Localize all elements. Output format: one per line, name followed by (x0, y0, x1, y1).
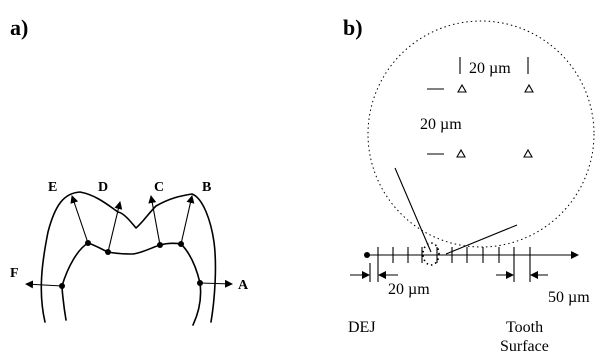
label-c: C (154, 180, 164, 195)
arrow-f (25, 280, 63, 289)
sample-point-triangle (524, 83, 534, 93)
tooth-surface-label-line1: Tooth (506, 319, 543, 336)
inset-connector-right (445, 224, 518, 255)
label-f: F (10, 266, 19, 281)
magnified-inset-circle (367, 20, 595, 248)
sample-point-triangle (456, 148, 466, 158)
label-a: A (238, 278, 249, 293)
arrow-e (70, 195, 89, 244)
arrow-a (199, 279, 233, 288)
tooth-surface-label-line2: Surface (500, 338, 549, 355)
panel-a-label: a) (10, 15, 28, 40)
panel-b-label: b) (343, 15, 363, 40)
dej-spacing-label: 20 µm (388, 281, 430, 298)
sample-point-triangle (523, 148, 533, 158)
panel-b: b) 20 µm 20 µm (343, 15, 595, 355)
tooth-outer-outline (40, 191, 217, 323)
inset-horizontal-spacing-label: 20 µm (469, 60, 511, 77)
arrow-c (148, 195, 161, 246)
inset-connector-left (394, 167, 432, 253)
arrow-d (107, 201, 123, 253)
surface-spacing-label: 50 µm (548, 289, 590, 306)
arrow-b (180, 195, 195, 245)
panel-a: a) A B C D E F (10, 15, 249, 326)
inset-vertical-spacing-label: 20 µm (420, 116, 462, 133)
sample-point-triangle (457, 83, 467, 93)
label-b: B (202, 180, 211, 195)
axis-origin-dot (364, 252, 370, 258)
label-e: E (48, 180, 57, 195)
label-d: D (98, 180, 108, 195)
tooth-inner-dej (61, 242, 202, 326)
axis-ticks (377, 247, 531, 263)
dej-label: DEJ (348, 319, 376, 336)
zoom-region-marker (422, 242, 440, 266)
